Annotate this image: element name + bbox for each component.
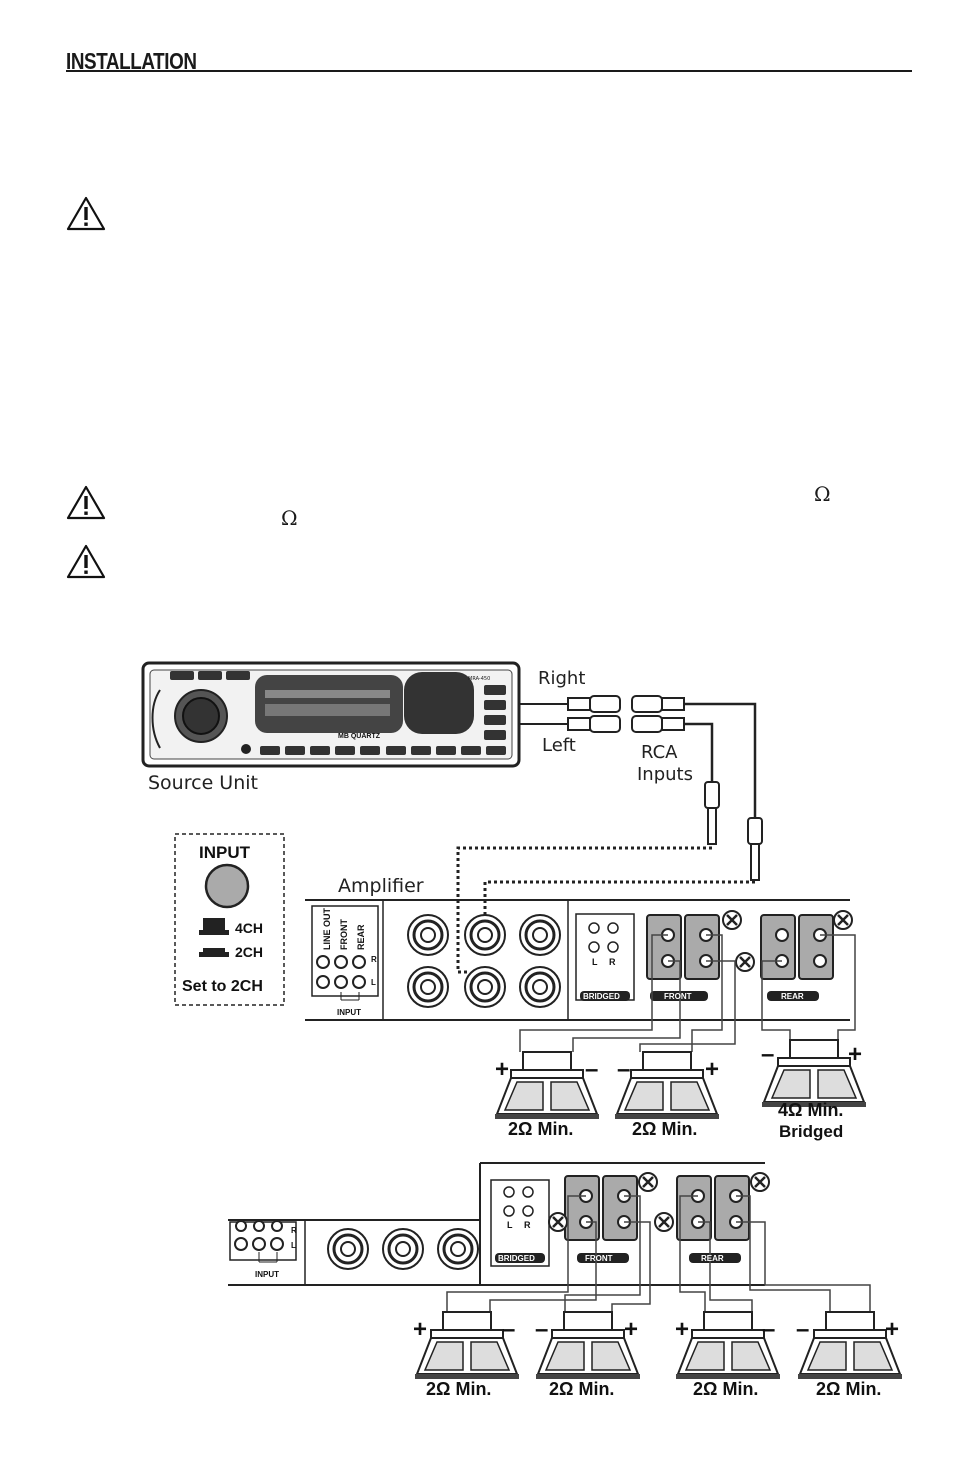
speaker-2 xyxy=(614,1051,720,1120)
amp-bridged-label: BRIDGED xyxy=(583,992,620,1001)
ohm-symbol: Ω xyxy=(814,482,831,506)
title-rule xyxy=(66,70,912,72)
page-title: INSTALLATION xyxy=(66,48,197,74)
rca-left-label: Left xyxy=(542,735,576,756)
input-switch-2ch: 2CH xyxy=(235,944,263,960)
speaker-7-rating: 2Ω Min. xyxy=(816,1379,881,1399)
rca-inputs-label: RCA xyxy=(641,742,678,763)
amplifier-panel-2 xyxy=(228,1162,871,1312)
speaker-1-rating: 2Ω Min. xyxy=(508,1119,573,1139)
rca-cables xyxy=(456,695,763,974)
source-unit-label: Source Unit xyxy=(148,772,258,794)
polarity-plus: + xyxy=(705,1056,719,1083)
warning-triangle-icon xyxy=(66,196,106,231)
speaker-6-rating: 2Ω Min. xyxy=(693,1379,758,1399)
amp2-front-label: FRONT xyxy=(585,1254,613,1263)
rca-inputs-label: Inputs xyxy=(637,764,693,785)
amp-input-caption: INPUT xyxy=(337,1008,361,1017)
polarity-plus: + xyxy=(885,1316,899,1343)
polarity-minus: – xyxy=(761,1041,774,1068)
polarity-minus: – xyxy=(796,1316,809,1343)
ohm-symbol: Ω xyxy=(281,506,298,530)
input-switch-title: INPUT xyxy=(199,843,251,862)
input-switch-4ch: 4CH xyxy=(235,920,263,936)
polarity-minus: – xyxy=(762,1316,775,1343)
amp-channel-r: R xyxy=(371,955,377,964)
source-unit-brand: MB QUARTZ xyxy=(338,733,381,740)
polarity-plus: + xyxy=(413,1316,427,1343)
polarity-plus: + xyxy=(624,1316,638,1343)
warning-triangle-icon xyxy=(66,544,106,579)
polarity-plus: + xyxy=(848,1041,862,1068)
rca-right-label: Right xyxy=(538,668,585,689)
speaker-5-rating: 2Ω Min. xyxy=(549,1379,614,1399)
amp-input-label-front: FRONT xyxy=(339,919,349,950)
polarity-minus: – xyxy=(617,1056,630,1083)
amp-bridged-l: L xyxy=(592,957,598,967)
speaker-1 xyxy=(494,1051,600,1120)
amp2-bridged-r: R xyxy=(524,1220,531,1230)
amp2-input-caption: INPUT xyxy=(255,1270,279,1279)
warning-triangle-icon xyxy=(66,485,106,520)
input-switch-callout xyxy=(174,833,285,1006)
amp-rear-label: REAR xyxy=(781,992,804,1001)
speaker-2-rating: 2Ω Min. xyxy=(632,1119,697,1139)
amp2-bridged-label: BRIDGED xyxy=(498,1254,535,1263)
amp-bridged-r: R xyxy=(609,957,616,967)
source-unit-model: MRA-450 xyxy=(468,676,490,682)
amp-input-label-rear: REAR xyxy=(356,924,366,950)
amplifier-label: Amplifier xyxy=(338,875,424,897)
input-switch-note: Set to 2CH xyxy=(182,978,263,995)
polarity-minus: – xyxy=(502,1316,515,1343)
amp2-channel-l: L xyxy=(291,1241,296,1250)
amp2-rear-label: REAR xyxy=(701,1254,724,1263)
amp-front-label: FRONT xyxy=(664,992,692,1001)
polarity-minus: – xyxy=(585,1056,598,1083)
polarity-plus: + xyxy=(495,1056,509,1083)
polarity-plus: + xyxy=(675,1316,689,1343)
polarity-minus: – xyxy=(535,1316,548,1343)
amp-channel-l: L xyxy=(371,978,376,987)
source-unit: MB QUARTZ MRA-450 xyxy=(141,661,521,768)
amplifier-panel xyxy=(305,899,856,1052)
amp-input-label-lineout: LINE OUT xyxy=(322,907,332,950)
amp2-bridged-l: L xyxy=(507,1220,513,1230)
speaker-4-rating: 2Ω Min. xyxy=(426,1379,491,1399)
amp2-channel-r: R xyxy=(291,1226,297,1235)
speaker-3-rating: 4Ω Min. xyxy=(778,1100,843,1120)
speaker-3-bridged-label: Bridged xyxy=(779,1122,843,1141)
